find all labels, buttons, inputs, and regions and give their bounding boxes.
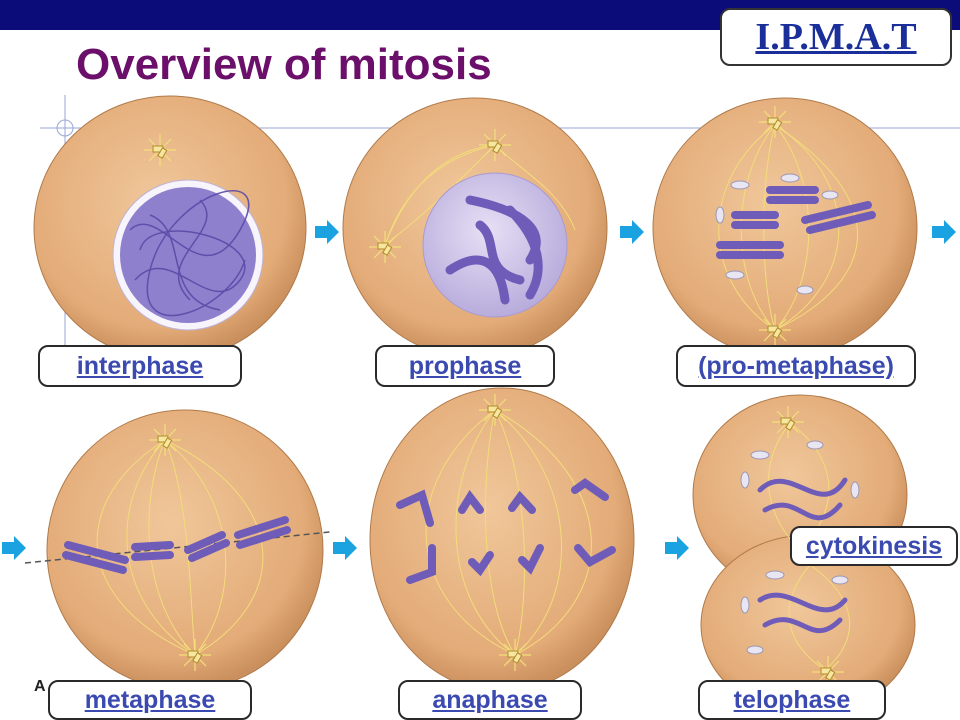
footer-text-fragment: A bbox=[34, 678, 46, 695]
arrow-right-icon bbox=[665, 536, 689, 560]
arrow-right-icon bbox=[932, 220, 956, 244]
page-title: Overview of mitosis bbox=[76, 40, 492, 89]
arrow-right-icon bbox=[333, 536, 357, 560]
guide-crosshair bbox=[56, 119, 74, 137]
arrow-right-icon bbox=[620, 220, 644, 244]
metaphase-cell bbox=[24, 409, 331, 691]
label-metaphase[interactable]: metaphase bbox=[48, 680, 252, 720]
arrow-right-icon bbox=[315, 220, 339, 244]
label-prometaphase[interactable]: (pro-metaphase) bbox=[676, 345, 916, 387]
prometaphase-cell bbox=[652, 97, 918, 359]
label-prophase[interactable]: prophase bbox=[375, 345, 555, 387]
arrow-right-icon bbox=[2, 536, 26, 560]
anaphase-cell bbox=[369, 387, 635, 693]
ipmat-link[interactable]: I.P.M.A.T bbox=[755, 16, 917, 58]
interphase-cell bbox=[33, 95, 307, 361]
label-anaphase[interactable]: anaphase bbox=[398, 680, 582, 720]
label-telophase[interactable]: telophase bbox=[698, 680, 886, 720]
prophase-cell bbox=[342, 97, 608, 359]
ipmat-badge[interactable]: I.P.M.A.T bbox=[720, 8, 952, 66]
label-cytokinesis[interactable]: cytokinesis bbox=[790, 526, 958, 566]
label-interphase[interactable]: interphase bbox=[38, 345, 242, 387]
